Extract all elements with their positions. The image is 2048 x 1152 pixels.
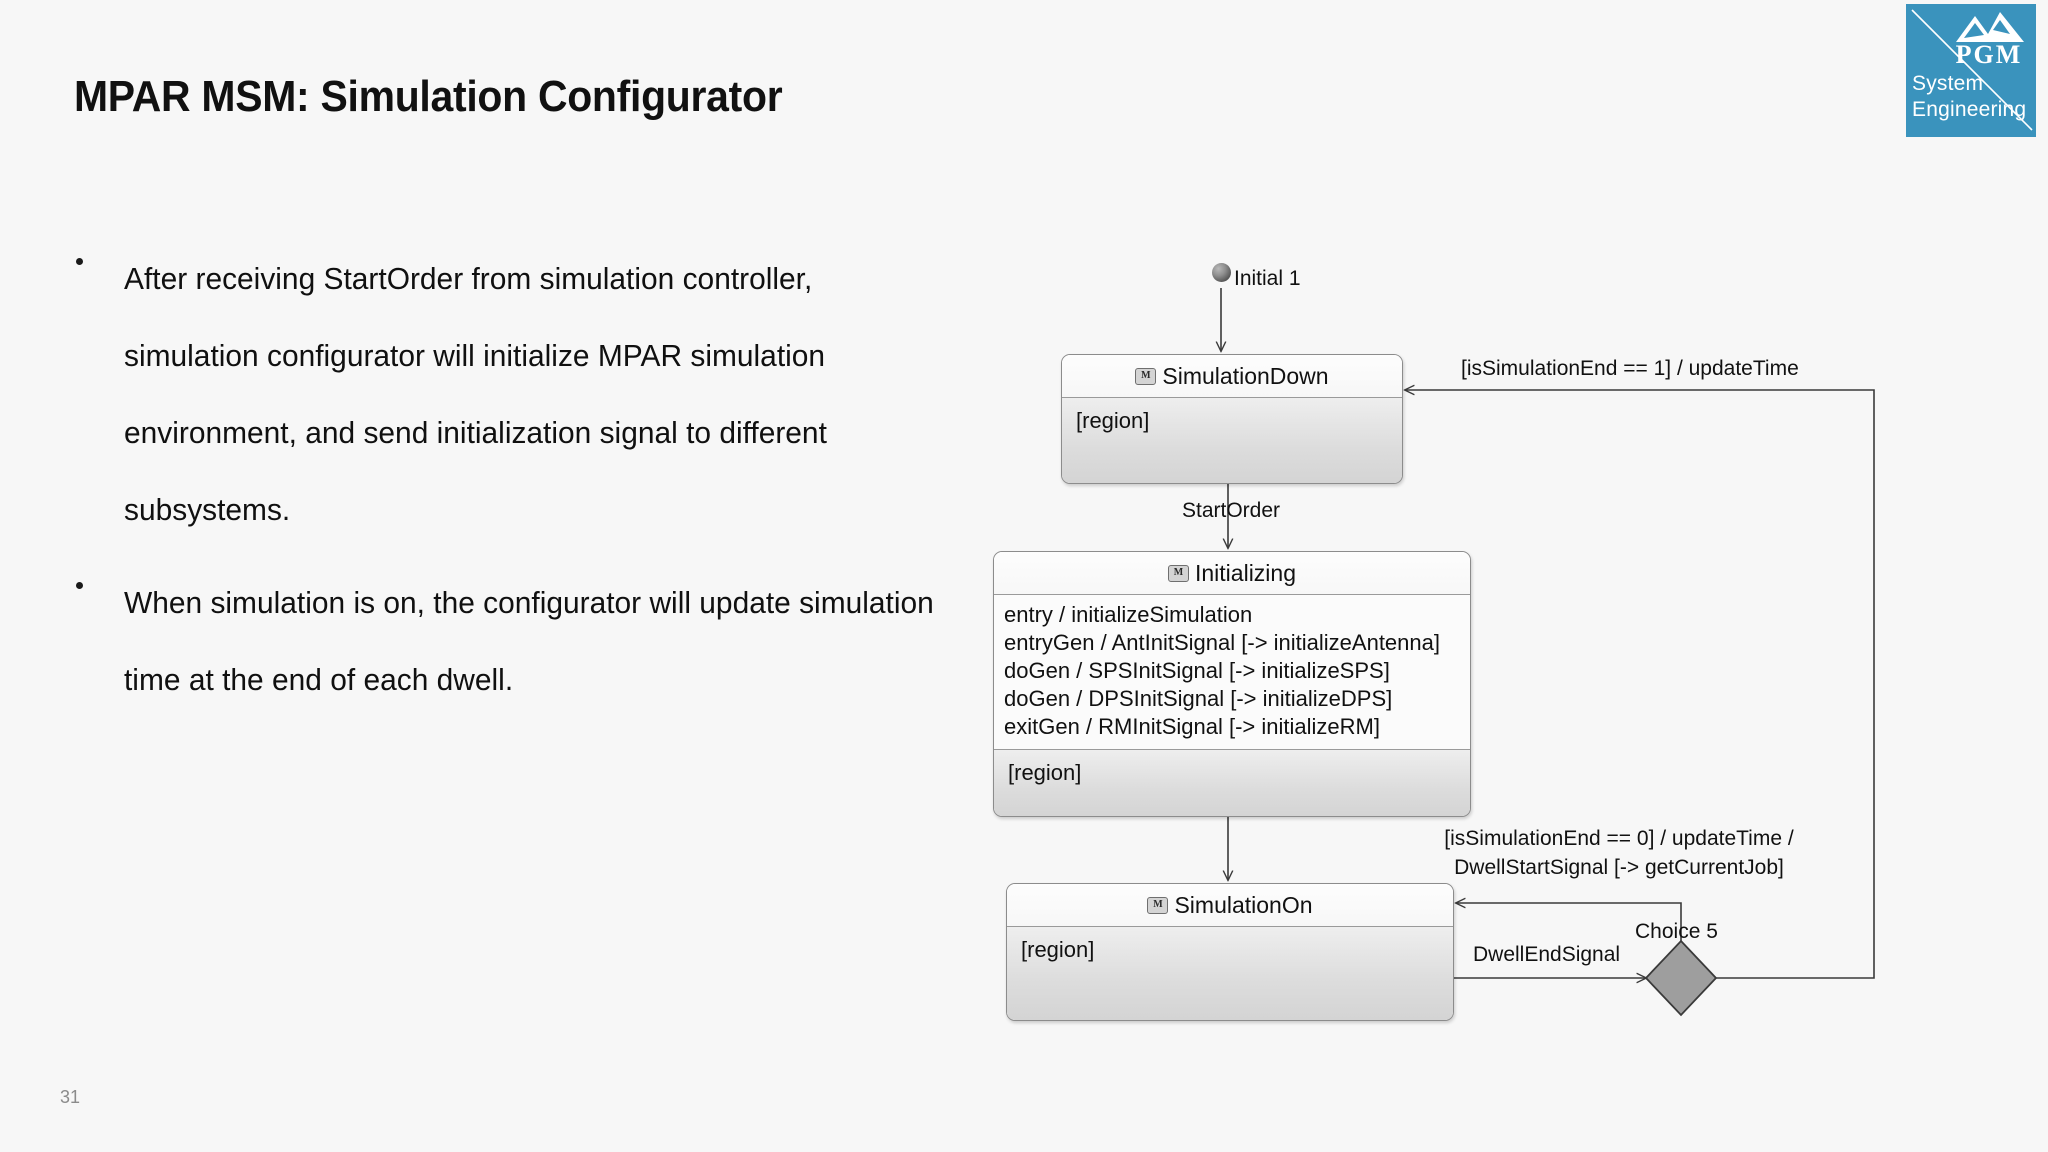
logo-line-engineering: Engineering — [1912, 98, 2027, 121]
state-machine-badge-icon: M — [1135, 367, 1157, 385]
bullet-dot-icon — [76, 582, 83, 589]
initial-node-label: Initial 1 — [1234, 267, 1301, 290]
transition-label-dwellendsignal: DwellEndSignal — [1473, 943, 1621, 966]
initial-pseudostate-node[interactable] — [1212, 263, 1231, 282]
transition-label-simulationend-1: [isSimulationEnd == 1] / updateTime — [1461, 357, 1799, 380]
connector-choice-to-simulationon — [1456, 903, 1682, 941]
state-header-simulationdown: M SimulationDown — [1062, 355, 1402, 398]
state-action-line: doGen / DPSInitSignal [-> initializeDPS] — [1004, 686, 1393, 711]
logo-diagonal-line — [1911, 9, 2033, 131]
logo-line-system: System — [1912, 72, 1984, 95]
page-title: MPAR MSM: Simulation Configurator — [74, 72, 783, 121]
transition-label-simulationend-0-line1: [isSimulationEnd == 0] / updateTime / — [1444, 827, 1794, 850]
state-initializing[interactable]: M Initializing entry / initializeSimulat… — [993, 551, 1471, 817]
state-machine-badge-icon: M — [1168, 564, 1189, 582]
transition-label-startorder: StartOrder — [1182, 499, 1281, 522]
state-action-line: entry / initializeSimulation — [1004, 602, 1253, 627]
list-item: When simulation is on, the configurator … — [66, 564, 966, 718]
state-simulationon[interactable]: M SimulationOn [region] — [1006, 883, 1454, 1021]
state-title: SimulationOn — [1174, 891, 1313, 918]
bullet-list: After receiving StartOrder from simulati… — [66, 240, 966, 734]
bullet-dot-icon — [76, 258, 83, 265]
bullet-text: When simulation is on, the configurator … — [124, 585, 934, 697]
choice-pseudostate-diamond[interactable] — [1644, 939, 1718, 1017]
state-title: Initializing — [1195, 559, 1296, 586]
connector-choice-to-simulationdown — [1405, 390, 1875, 979]
pgm-system-engineering-logo: PGM System Engineering — [1906, 4, 2036, 137]
transition-label-simulationend-0-line2: DwellStartSignal [-> getCurrentJob] — [1454, 856, 1784, 879]
state-action-line: doGen / SPSInitSignal [-> initializeSPS] — [1004, 658, 1390, 683]
state-region-simulationdown: [region] — [1062, 398, 1402, 483]
list-item: After receiving StartOrder from simulati… — [66, 240, 966, 548]
page-number: 31 — [60, 1087, 81, 1107]
state-title: SimulationDown — [1162, 362, 1329, 389]
state-header-simulationon: M SimulationOn — [1007, 884, 1453, 927]
state-header-initializing: M Initializing — [994, 552, 1470, 595]
state-action-line: entryGen / AntInitSignal [-> initializeA… — [1004, 630, 1440, 655]
bullet-text: After receiving StartOrder from simulati… — [124, 261, 827, 527]
state-machine-badge-icon: M — [1147, 896, 1169, 914]
state-region-initializing: [region] — [994, 750, 1470, 816]
state-simulationdown[interactable]: M SimulationDown [region] — [1061, 354, 1403, 484]
state-actions-initializing: entry / initializeSimulation entryGen / … — [994, 595, 1470, 750]
state-region-simulationon: [region] — [1007, 927, 1453, 1020]
choice-node-label: Choice 5 — [1635, 920, 1718, 943]
state-action-line: exitGen / RMInitSignal [-> initializeRM] — [1004, 714, 1380, 739]
svg-text:PGM: PGM — [1956, 40, 2023, 66]
pgm-mountain-icon: PGM — [1956, 12, 2024, 66]
